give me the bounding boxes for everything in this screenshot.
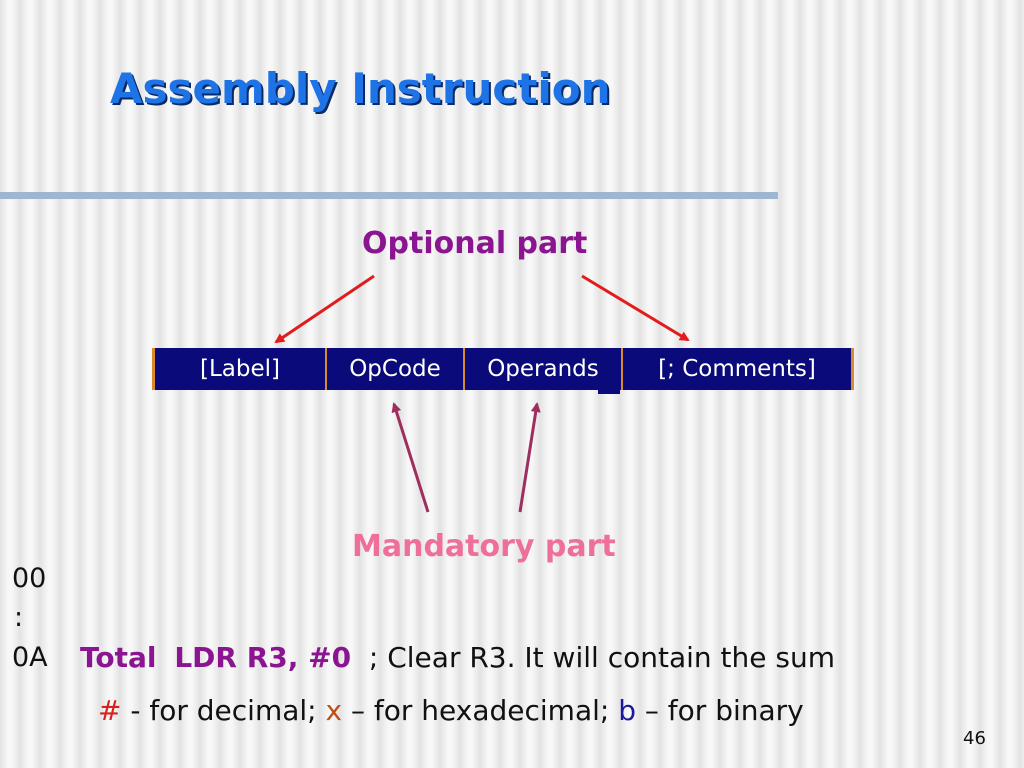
example-label: Total bbox=[80, 641, 157, 674]
field-operands: Operands bbox=[463, 348, 621, 390]
instruction-format-bar bbox=[152, 348, 854, 390]
mandatory-part-label: Mandatory part bbox=[352, 529, 616, 564]
title-divider bbox=[0, 192, 778, 199]
decimal-text: - for decimal; bbox=[121, 694, 326, 727]
page-number: 46 bbox=[963, 728, 986, 749]
example-comment: ; Clear R3. It will contain the sum bbox=[368, 641, 835, 674]
hex-prefix: x bbox=[325, 694, 343, 727]
field-opcode: OpCode bbox=[325, 348, 463, 390]
optional-arrow-left bbox=[274, 274, 375, 344]
binary-prefix: b bbox=[618, 694, 636, 727]
optional-arrow-right bbox=[581, 274, 690, 342]
field-label: [Label] bbox=[200, 356, 280, 382]
mandatory-arrow-opcode bbox=[391, 402, 430, 513]
number-format-note: # - for decimal; x – for hexadecimal; b … bbox=[98, 694, 804, 727]
address-start: 00 bbox=[12, 563, 47, 594]
slide-title: Assembly Instruction bbox=[110, 64, 611, 113]
mandatory-arrow-operands bbox=[518, 402, 541, 513]
optional-part-label: Optional part bbox=[362, 226, 588, 261]
hex-text: – for hexadecimal; bbox=[342, 694, 619, 727]
example-instruction: LDR R3, #0 bbox=[174, 641, 352, 674]
bar-notch bbox=[598, 384, 620, 394]
example-instruction-line: Total LDR R3, #0 ; Clear R3. It will con… bbox=[80, 641, 835, 674]
address-current: 0A bbox=[12, 642, 48, 673]
address-ellipsis: : bbox=[14, 602, 24, 633]
binary-text: – for binary bbox=[636, 694, 804, 727]
decimal-prefix: # bbox=[98, 694, 122, 727]
field-comments: [; Comments] bbox=[621, 348, 851, 390]
